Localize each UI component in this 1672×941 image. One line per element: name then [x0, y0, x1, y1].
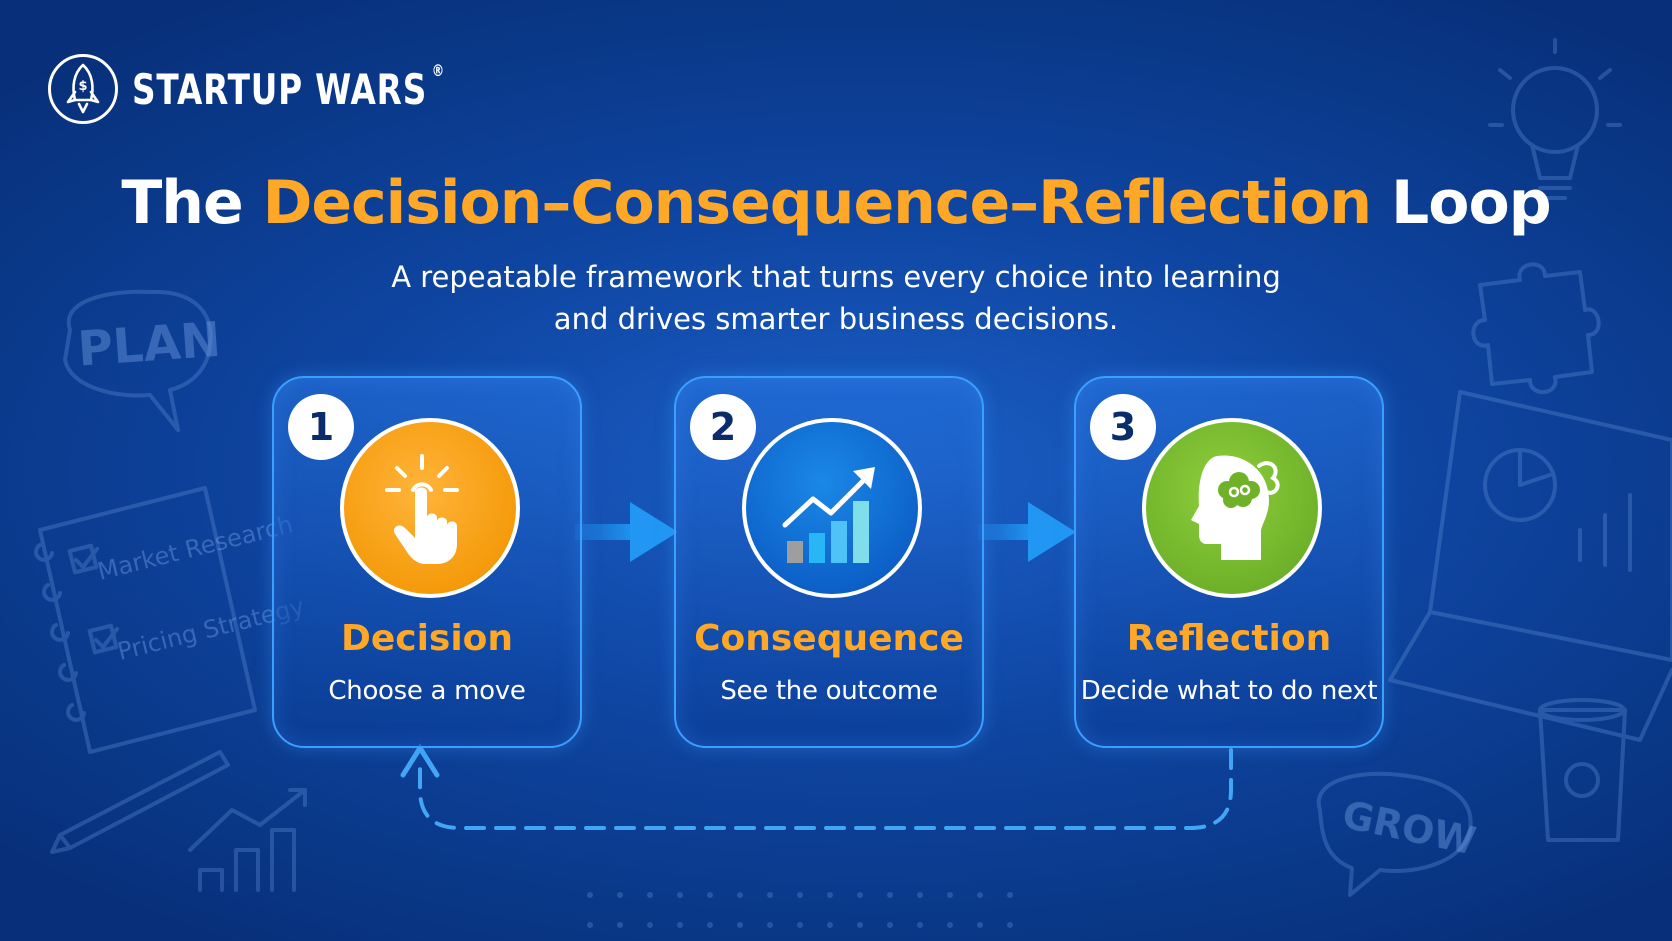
step-title-reflection: Reflection — [1126, 618, 1332, 659]
step-card-decision[interactable]: 1 Decision Choose a move — [272, 376, 582, 748]
pointer-hand-icon — [340, 418, 520, 598]
plan-text: PLAN — [76, 312, 223, 378]
page-subtitle: A repeatable framework that turns every … — [336, 256, 1336, 340]
laptop-icon — [1388, 390, 1672, 742]
step-number-2: 2 — [690, 394, 756, 460]
step-number-1: 1 — [288, 394, 354, 460]
mug-icon — [1538, 698, 1627, 842]
title-part-loop: Loop — [1391, 168, 1552, 238]
title-part-loop-name: Decision–Consequence–Reflection — [262, 168, 1373, 238]
page-title: The Decision–Consequence–Reflection Loop — [0, 168, 1672, 238]
loop-back-arrow — [400, 743, 1233, 830]
grow-text: GROW — [1339, 792, 1480, 863]
plan-bubble-icon — [63, 289, 213, 432]
step-card-consequence[interactable]: 2 Consequence See the outcome — [674, 376, 984, 748]
step-number-3: 3 — [1090, 394, 1156, 460]
step-title-decision: Decision — [340, 618, 514, 659]
subtitle-line-1: A repeatable framework that turns every … — [391, 260, 1281, 294]
sketch-chart-icon — [188, 788, 307, 892]
subtitle-line-2: and drives smarter business decisions. — [553, 302, 1119, 336]
step-subtitle-consequence: See the outcome — [720, 676, 938, 706]
step-subtitle-decision: Choose a move — [328, 676, 526, 706]
step-title-consequence: Consequence — [694, 618, 964, 659]
registered-mark: ® — [431, 60, 446, 80]
notebook-item-1: Market Research — [95, 510, 296, 586]
thinking-head-icon — [1142, 418, 1322, 598]
step-subtitle-reflection: Decide what to do next — [1080, 676, 1378, 706]
growth-chart-icon — [742, 418, 922, 598]
step-card-reflection[interactable]: 3 Reflection Decide what to do next — [1074, 376, 1384, 748]
arrow-consequence-to-reflection — [978, 502, 1076, 562]
puzzle-icon — [1471, 262, 1601, 395]
pen-icon — [50, 750, 230, 854]
svg-text:$: $ — [78, 79, 87, 94]
notebook-icon — [34, 486, 257, 754]
grow-bubble-icon — [1316, 771, 1473, 897]
brand-logo[interactable]: $ STARTUP WARS® — [48, 54, 533, 124]
arrow-decision-to-consequence — [575, 502, 678, 562]
brand-name: STARTUP WARS® — [132, 60, 446, 114]
rocket-dollar-icon: $ — [48, 54, 118, 124]
title-part-the: The — [121, 168, 243, 238]
